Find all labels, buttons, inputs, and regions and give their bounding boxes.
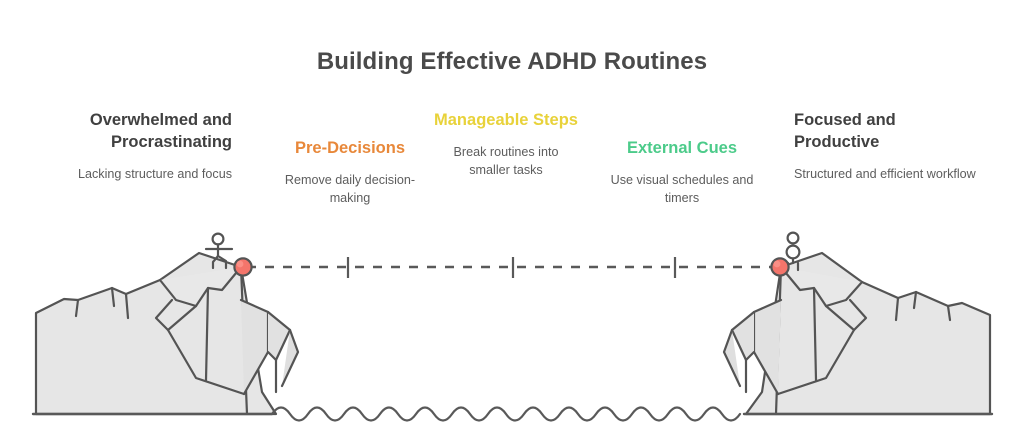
wavy-water-line	[270, 406, 742, 422]
column-heading: Focused and Productive	[794, 111, 896, 151]
column-manageable-steps: Manageable Steps Break routines into sma…	[432, 110, 580, 180]
column-heading: Pre-Decisions	[294, 139, 406, 157]
column-external-cues: External Cues Use visual schedules and t…	[596, 138, 768, 208]
column-focused-and-productive: Focused and Productive Structured and ef…	[794, 110, 984, 183]
page-title: Building Effective ADHD Routines	[316, 48, 708, 75]
start-mountain-icon	[34, 251, 300, 416]
column-heading: External Cues	[626, 139, 738, 157]
column-overwhelmed-and-procrastinating: Overwhelmed and Procrastinating Lacking …	[50, 110, 232, 183]
column-description: Structured and efficient workflow	[794, 166, 976, 181]
column-heading: Overwhelmed and Procrastinating	[89, 111, 232, 151]
column-description: Remove daily decision-making	[284, 172, 416, 205]
column-heading: Manageable Steps	[434, 111, 578, 129]
stick-figure-arms-out-icon	[204, 232, 234, 270]
column-description: Break routines into smaller tasks	[453, 144, 559, 177]
start-marker-icon	[233, 257, 253, 277]
column-description: Lacking structure and focus	[77, 166, 232, 181]
journey-tick-marks	[346, 257, 677, 278]
stick-figure-standing-icon	[785, 231, 801, 272]
goal-mountain-icon	[722, 251, 992, 416]
column-pre-decisions: Pre-Decisions Remove daily decision-maki…	[268, 138, 432, 208]
goal-marker-icon	[770, 257, 790, 277]
column-description: Use visual schedules and timers	[610, 172, 754, 205]
